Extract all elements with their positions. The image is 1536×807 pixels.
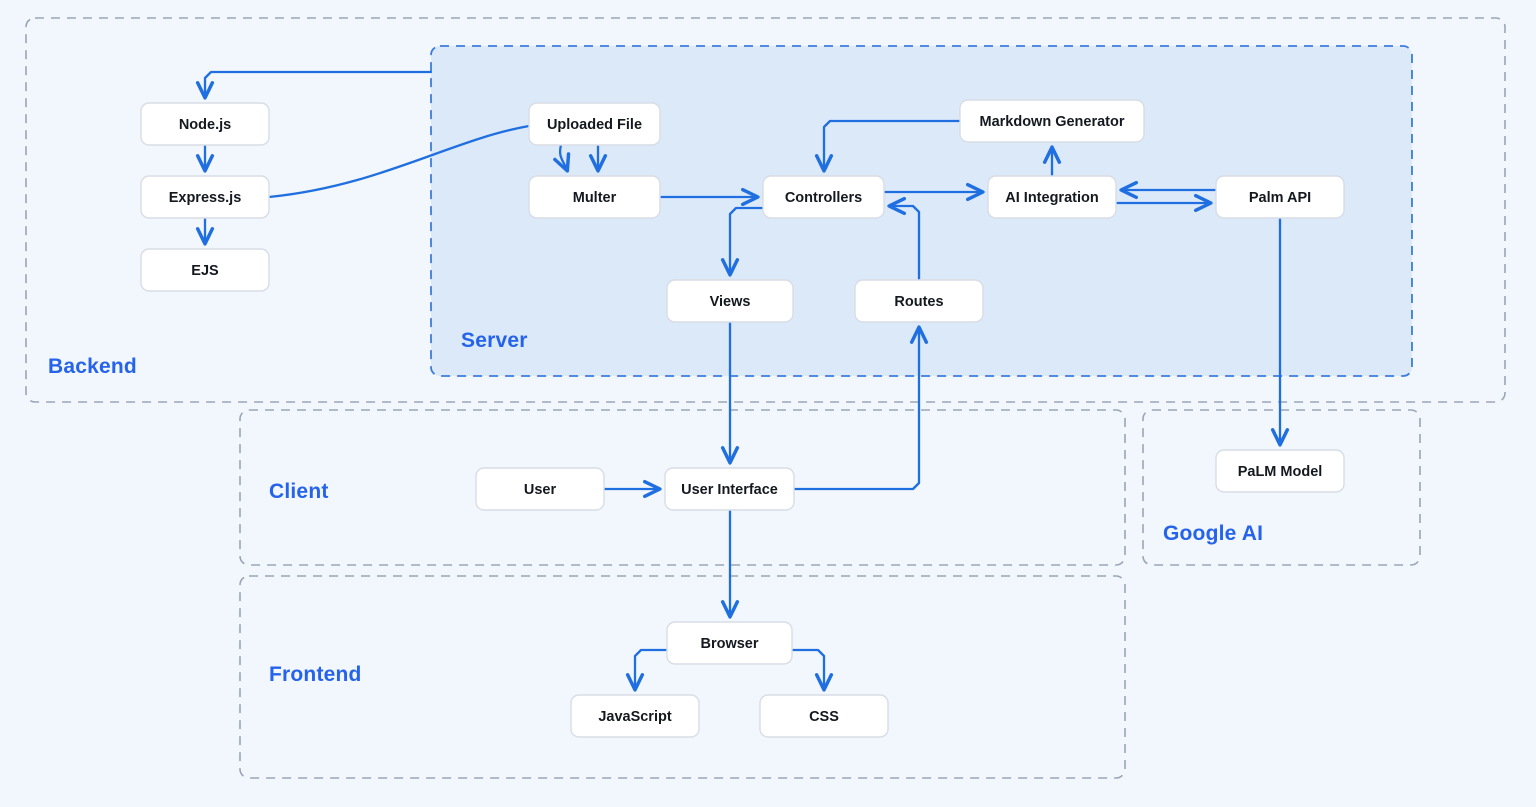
node-ai-integration[interactable]: AI Integration	[987, 175, 1117, 219]
node-label-controllers: Controllers	[785, 190, 862, 206]
node-javascript[interactable]: JavaScript	[570, 694, 700, 738]
cluster-label-frontend: Frontend	[269, 663, 362, 686]
node-views[interactable]: Views	[666, 279, 794, 323]
cluster-label-server: Server	[461, 329, 528, 352]
node-browser[interactable]: Browser	[666, 621, 793, 665]
node-box-multer[interactable]	[528, 175, 661, 219]
node-box-views[interactable]	[666, 279, 794, 323]
edge-controllers-to-views	[720, 206, 765, 277]
node-multer[interactable]: Multer	[528, 175, 661, 219]
node-label-browser: Browser	[700, 636, 758, 652]
edge-browser-to-css	[790, 648, 834, 692]
node-box-palm-api[interactable]	[1215, 175, 1345, 219]
edge-routes-to-controllers	[887, 196, 921, 282]
node-css[interactable]: CSS	[759, 694, 889, 738]
node-box-controllers[interactable]	[762, 175, 885, 219]
node-box-javascript[interactable]	[570, 694, 700, 738]
node-box-ejs[interactable]	[140, 248, 270, 292]
node-box-ai-integration[interactable]	[987, 175, 1117, 219]
node-box-user-interface[interactable]	[664, 467, 795, 511]
node-label-markdown-generator: Markdown Generator	[979, 114, 1124, 130]
node-nodejs[interactable]: Node.js	[140, 102, 270, 146]
node-box-nodejs[interactable]	[140, 102, 270, 146]
node-box-browser[interactable]	[666, 621, 793, 665]
edge-user-interface-to-routes	[792, 325, 929, 491]
node-label-nodejs: Node.js	[179, 117, 231, 133]
node-box-markdown-generator[interactable]	[959, 99, 1145, 143]
node-box-routes[interactable]	[854, 279, 984, 323]
node-box-css[interactable]	[759, 694, 889, 738]
node-label-ejs: EJS	[191, 263, 219, 279]
node-label-css: CSS	[809, 709, 839, 725]
node-label-multer: Multer	[573, 190, 617, 206]
cluster-boundary-frontend	[239, 575, 1126, 779]
node-uploaded-file[interactable]: Uploaded File	[528, 102, 661, 146]
node-label-ai-integration: AI Integration	[1005, 190, 1098, 206]
node-label-user: User	[524, 482, 557, 498]
edge-expressjs-to-uploaded-file	[267, 124, 531, 199]
cluster-label-client: Client	[269, 480, 329, 503]
node-user-interface[interactable]: User Interface	[664, 467, 795, 511]
cluster-google-ai: Google AI	[1142, 409, 1421, 566]
node-controllers[interactable]: Controllers	[762, 175, 885, 219]
edge-markdown-to-controllers	[814, 119, 962, 173]
node-palm-api[interactable]: Palm API	[1215, 175, 1345, 219]
cluster-boundary-client	[239, 409, 1126, 566]
node-palm-model[interactable]: PaLM Model	[1215, 449, 1345, 493]
node-label-javascript: JavaScript	[598, 709, 672, 725]
node-user[interactable]: User	[475, 467, 605, 511]
node-routes[interactable]: Routes	[854, 279, 984, 323]
cluster-label-backend: Backend	[48, 355, 137, 378]
node-label-views: Views	[710, 294, 751, 310]
node-expressjs[interactable]: Express.js	[140, 175, 270, 219]
cluster-backend: Backend	[25, 17, 1506, 403]
node-label-palm-api: Palm API	[1249, 190, 1311, 206]
node-label-user-interface: User Interface	[681, 482, 778, 498]
cluster-frontend: Frontend	[239, 575, 1126, 779]
cluster-client: Client	[239, 409, 1126, 566]
node-label-expressjs: Express.js	[169, 190, 242, 206]
node-box-palm-model[interactable]	[1215, 449, 1345, 493]
node-box-user[interactable]	[475, 467, 605, 511]
node-ejs[interactable]: EJS	[140, 248, 270, 292]
node-label-palm-model: PaLM Model	[1238, 464, 1323, 480]
node-markdown-generator[interactable]: Markdown Generator	[959, 99, 1145, 143]
node-label-uploaded-file: Uploaded File	[547, 117, 642, 133]
edge-browser-to-javascript	[625, 648, 669, 692]
edge-server-to-nodejs	[195, 70, 433, 100]
edges-layer	[195, 70, 1290, 692]
edge-uploaded-file-to-multer-a	[553, 143, 571, 173]
node-label-routes: Routes	[894, 294, 943, 310]
cluster-boundary-google-ai	[1142, 409, 1421, 566]
node-box-expressjs[interactable]	[140, 175, 270, 219]
cluster-label-google-ai: Google AI	[1163, 522, 1263, 545]
node-box-uploaded-file[interactable]	[528, 102, 661, 146]
